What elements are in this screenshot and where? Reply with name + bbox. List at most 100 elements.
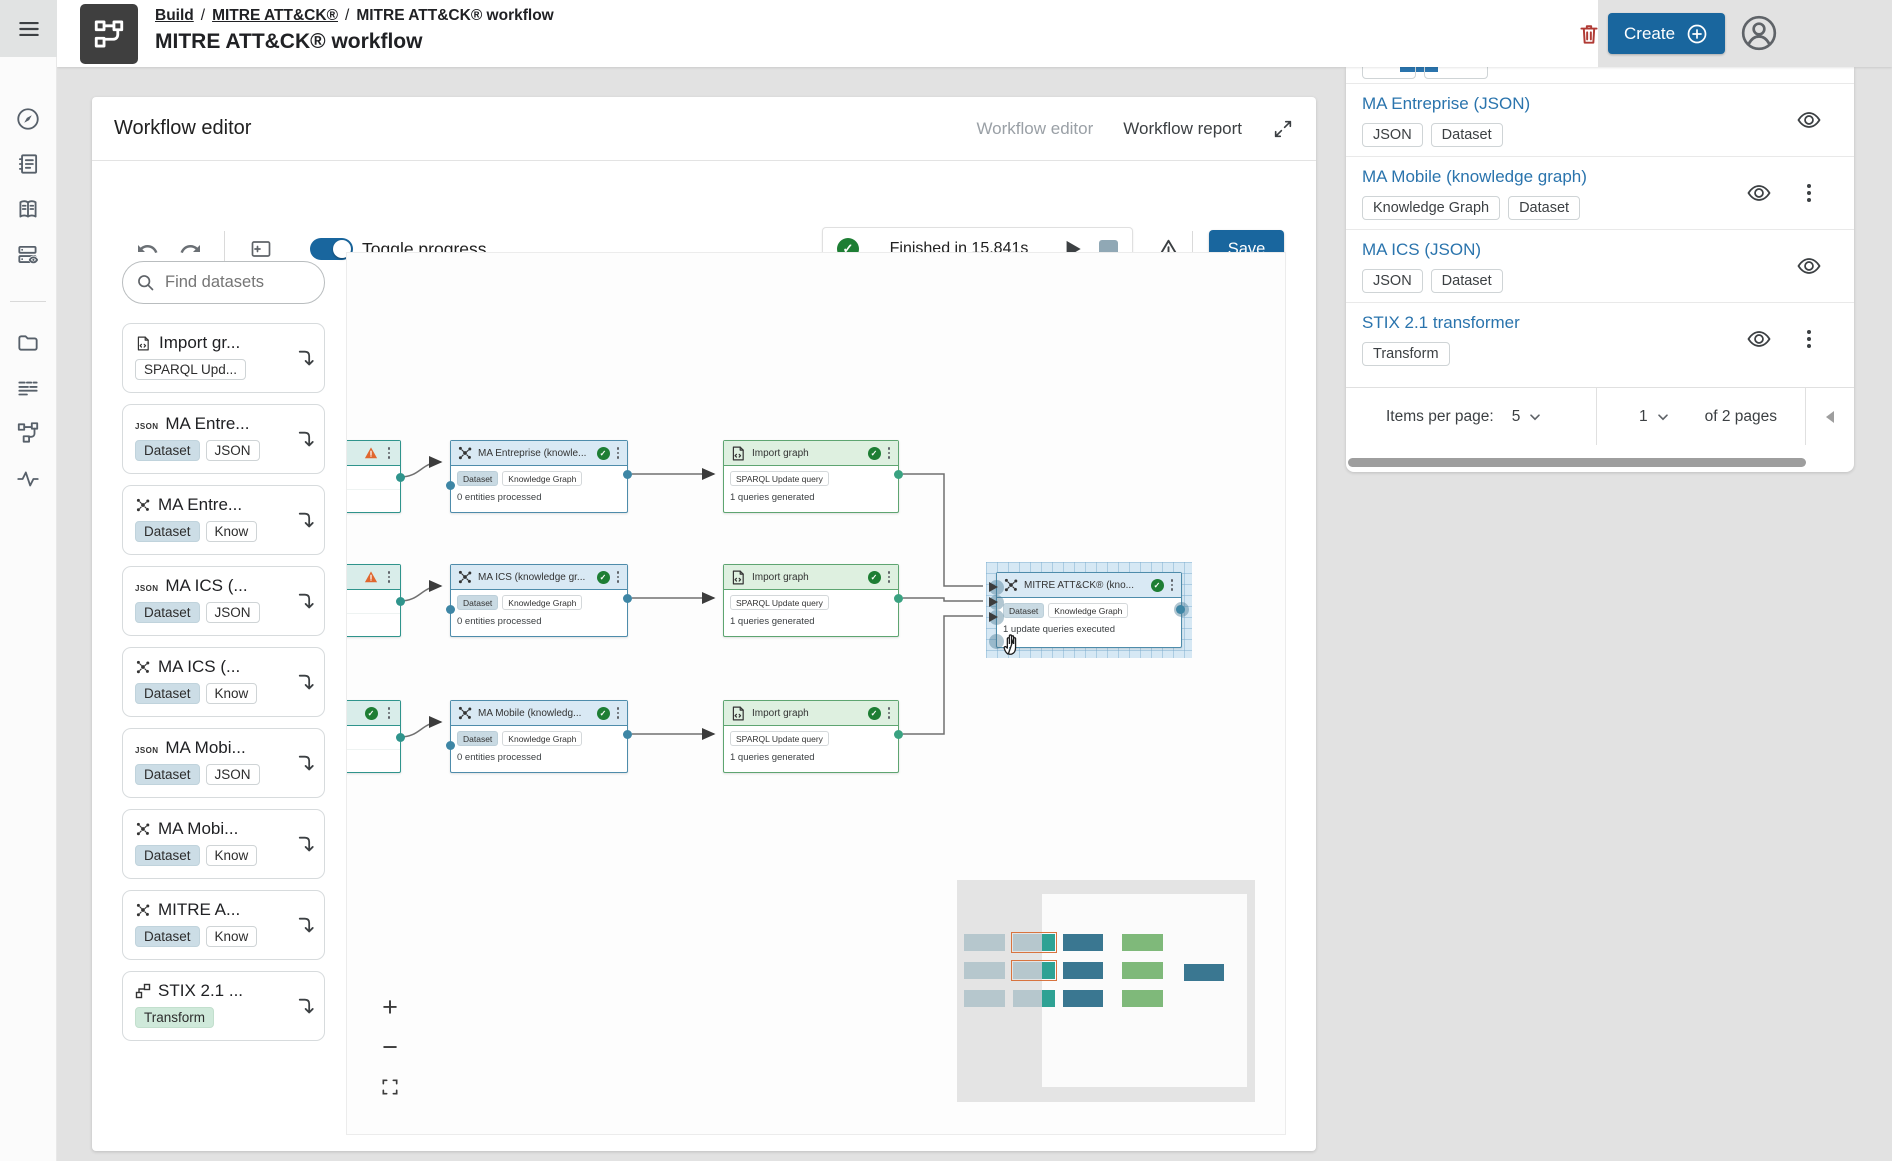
eye-icon[interactable] (1794, 251, 1824, 281)
user-avatar-icon[interactable] (1738, 12, 1780, 54)
compass-icon[interactable] (8, 99, 48, 139)
item-title-link[interactable]: STIX 2.1 transformer (1362, 313, 1520, 332)
undo-icon[interactable] (128, 230, 166, 268)
dataset-card[interactable]: STIX 2.1 ... Transform (122, 971, 325, 1041)
insert-down-icon[interactable] (295, 996, 316, 1017)
search-input[interactable] (165, 273, 295, 292)
node-status-text: 1 queries generated (730, 752, 815, 763)
insert-down-icon[interactable] (295, 834, 316, 855)
add-note-icon[interactable] (242, 230, 280, 268)
insert-down-icon[interactable] (295, 591, 316, 612)
insert-down-icon[interactable] (295, 672, 316, 693)
eye-icon[interactable] (1794, 105, 1824, 135)
node-menu-icon[interactable] (386, 445, 393, 461)
create-button[interactable]: Create (1608, 13, 1726, 54)
insert-down-icon[interactable] (295, 348, 316, 369)
activity-icon[interactable] (8, 459, 48, 499)
kebab-icon[interactable] (1794, 178, 1824, 208)
item-title-link[interactable]: MA Entreprise (JSON) (1362, 94, 1531, 113)
node-menu-icon[interactable] (615, 445, 622, 461)
output-port[interactable] (894, 594, 903, 603)
output-port[interactable] (396, 597, 405, 606)
item-title-link[interactable]: MA Mobile (knowledge graph) (1362, 167, 1587, 186)
tag-chip: Know (205, 845, 258, 866)
tab-workflow-editor[interactable]: Workflow editor (976, 118, 1094, 138)
breadcrumb-link[interactable]: MITRE ATT&CK® (212, 7, 338, 24)
datasets-icon[interactable] (8, 235, 48, 275)
output-port[interactable] (623, 470, 632, 479)
minimap[interactable] (957, 880, 1255, 1102)
workflow-node[interactable] (347, 564, 405, 637)
node-menu-icon[interactable] (615, 705, 622, 721)
horizontal-scrollbar[interactable] (1348, 458, 1806, 467)
input-port[interactable] (446, 741, 455, 750)
page-select[interactable]: 1 (1639, 408, 1671, 426)
items-per-page-select[interactable]: 5 (1512, 408, 1544, 426)
node-menu-icon[interactable] (886, 445, 893, 461)
workflow-node[interactable] (347, 440, 405, 513)
input-port[interactable] (989, 633, 1004, 649)
output-port[interactable] (894, 730, 903, 739)
notebook-icon[interactable] (8, 144, 48, 184)
insert-down-icon[interactable] (295, 753, 316, 774)
breadcrumb-link[interactable]: Build (155, 7, 194, 24)
output-port[interactable] (894, 470, 903, 479)
node-menu-icon[interactable] (615, 569, 622, 585)
clipped-list-item (1346, 67, 1854, 83)
vocabulary-icon[interactable] (8, 189, 48, 229)
input-port[interactable] (446, 481, 455, 490)
fit-view-icon[interactable] (373, 1070, 407, 1104)
node-menu-icon[interactable] (386, 705, 393, 721)
tab-workflow-report[interactable]: Workflow report (1123, 118, 1242, 138)
output-port[interactable] (623, 730, 632, 739)
tag-chip: Transform (1362, 342, 1450, 366)
previous-page-icon[interactable] (1826, 410, 1834, 423)
expand-icon[interactable] (1272, 118, 1294, 140)
queries-icon[interactable] (8, 368, 48, 408)
input-port[interactable] (446, 605, 455, 614)
node-menu-icon[interactable] (886, 705, 893, 721)
output-port[interactable] (623, 594, 632, 603)
eye-icon[interactable] (1744, 324, 1774, 354)
output-port[interactable] (396, 473, 405, 482)
eye-icon[interactable] (1744, 178, 1774, 208)
find-datasets-search[interactable] (122, 261, 325, 304)
insert-down-icon[interactable] (295, 429, 316, 450)
redo-icon[interactable] (172, 230, 210, 268)
hamburger-menu-icon[interactable] (0, 0, 57, 57)
projects-folder-icon[interactable] (8, 323, 48, 363)
input-arrow-icon (989, 597, 998, 607)
node-menu-icon[interactable] (1169, 577, 1176, 593)
insert-down-icon[interactable] (295, 510, 316, 531)
insert-down-icon[interactable] (295, 915, 316, 936)
zoom-out-button[interactable]: − (382, 1031, 398, 1062)
workflows-icon[interactable] (8, 413, 48, 453)
delete-button[interactable] (1569, 14, 1609, 54)
knowledge-graph-icon (457, 445, 473, 461)
node-tag-chip: Dataset (457, 595, 499, 610)
dataset-card[interactable]: Import gr... SPARQL Upd... (122, 323, 325, 393)
kebab-icon[interactable] (1794, 324, 1824, 354)
workflow-node[interactable]: ✓ (347, 700, 405, 773)
node-menu-icon[interactable] (886, 569, 893, 585)
item-title-link[interactable]: MA ICS (JSON) (1362, 240, 1482, 259)
output-port[interactable] (396, 733, 405, 742)
zoom-in-button[interactable]: + (382, 991, 398, 1022)
node-menu-icon[interactable] (386, 569, 393, 585)
